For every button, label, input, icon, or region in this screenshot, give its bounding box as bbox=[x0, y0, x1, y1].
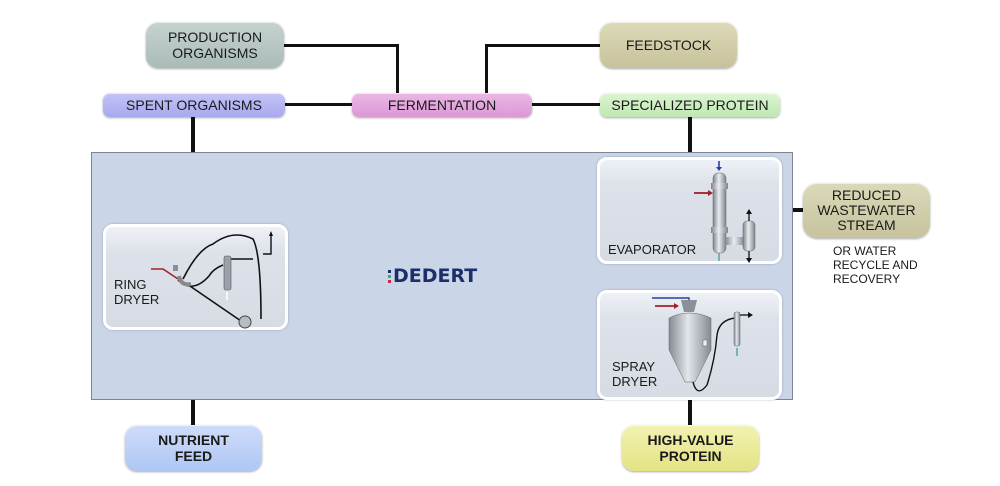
spray-dryer-card: SPRAY DRYER bbox=[597, 290, 782, 400]
connector-feedstock-fermentation-v bbox=[485, 44, 488, 94]
connector-spent-fermentation bbox=[284, 103, 354, 106]
node-feedstock-label: FEEDSTOCK bbox=[625, 37, 712, 53]
node-spent-organisms: SPENT ORGANISMS bbox=[103, 93, 285, 117]
spray-dryer-label: SPRAY DRYER bbox=[612, 359, 658, 389]
node-reduced-wastewater: REDUCED WASTEWATER STREAM bbox=[803, 183, 930, 238]
node-high-value-protein: HIGH-VALUE PROTEIN bbox=[622, 425, 759, 471]
evaporator-icon bbox=[694, 161, 756, 263]
connector-feedstock-fermentation-h bbox=[485, 44, 601, 47]
dedert-logo: DEDERT bbox=[388, 265, 477, 287]
evaporator-card: EVAPORATOR bbox=[597, 157, 782, 264]
node-production-organisms: PRODUCTION ORGANISMS bbox=[146, 22, 284, 68]
connector-evaporator-wastewater bbox=[782, 208, 806, 212]
evaporator-label: EVAPORATOR bbox=[608, 242, 697, 257]
node-spent-organisms-label: SPENT ORGANISMS bbox=[126, 97, 262, 113]
ring-dryer-icon bbox=[151, 231, 273, 329]
node-fermentation-label: FERMENTATION bbox=[387, 97, 497, 113]
connector-production-fermentation-h bbox=[283, 44, 399, 47]
wastewater-note: OR WATER RECYCLE AND RECOVERY bbox=[833, 244, 918, 286]
ring-dryer-card: RING DRYER bbox=[103, 224, 288, 330]
node-high-value-protein-label: HIGH-VALUE PROTEIN bbox=[647, 432, 734, 464]
connector-fermentation-protein bbox=[531, 103, 601, 106]
dedert-logo-mark-icon bbox=[388, 269, 391, 284]
spray-dryer-icon bbox=[652, 297, 753, 392]
connector-protein-evaporator bbox=[688, 116, 692, 160]
node-reduced-wastewater-label: REDUCED WASTEWATER STREAM bbox=[817, 187, 916, 233]
node-feedstock: FEEDSTOCK bbox=[600, 22, 737, 68]
connector-spraydryer-highvalue bbox=[688, 398, 692, 428]
node-fermentation: FERMENTATION bbox=[352, 93, 532, 117]
node-specialized-protein-label: SPECIALIZED PROTEIN bbox=[611, 97, 769, 113]
node-specialized-protein: SPECIALIZED PROTEIN bbox=[600, 93, 780, 117]
dedert-logo-text: DEDERT bbox=[393, 265, 478, 287]
node-nutrient-feed-label: NUTRIENT FEED bbox=[158, 432, 229, 464]
ring-dryer-label: RING DRYER bbox=[114, 277, 160, 307]
node-nutrient-feed: NUTRIENT FEED bbox=[125, 425, 262, 471]
node-production-organisms-label: PRODUCTION ORGANISMS bbox=[167, 29, 263, 61]
connector-production-fermentation-v bbox=[396, 44, 399, 94]
